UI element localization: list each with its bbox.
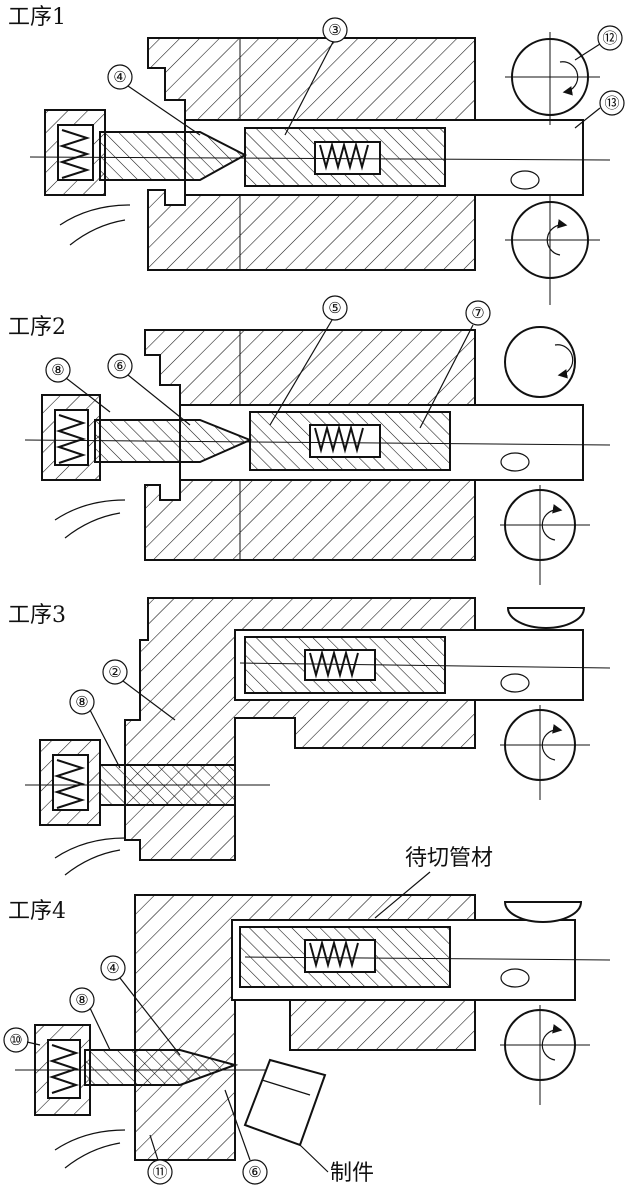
step-1-section: 工序1 ④ ③ ⑫ <box>8 5 625 305</box>
step-4-title: 工序4 <box>8 899 66 924</box>
mandrel-2 <box>249 411 451 471</box>
callout-4-step1: ④ <box>113 68 126 86</box>
callout-8-step4: ⑧ <box>75 991 88 1009</box>
die-block-2 <box>144 329 476 406</box>
callout-6-step2: ⑥ <box>113 357 126 375</box>
step-2-section: 工序2 ⑧ ⑥ ⑤ ⑦ <box>8 295 611 585</box>
callout-7: ⑦ <box>471 304 484 322</box>
label-workpiece: 制件 <box>330 1161 374 1186</box>
roller-top-2 <box>504 326 576 398</box>
callout-4-step4: ④ <box>106 959 119 977</box>
roller-top-4 <box>503 901 583 923</box>
callout-3-step1: ③ <box>328 21 341 39</box>
die-block-1 <box>147 37 476 121</box>
callout-2: ② <box>108 663 121 681</box>
callout-13: ⑬ <box>604 94 619 112</box>
step-3-title: 工序3 <box>8 603 66 628</box>
callout-6-step4: ⑥ <box>248 1163 261 1181</box>
callout-5: ⑤ <box>328 299 341 317</box>
label-tube-to-cut: 待切管材 <box>405 846 493 871</box>
step-2-title: 工序2 <box>8 315 66 340</box>
step-3-section: 工序3 ② ⑧ <box>8 597 611 876</box>
callout-12: ⑫ <box>602 29 617 47</box>
callout-8-step3: ⑧ <box>75 693 88 711</box>
callout-11: ⑪ <box>152 1163 167 1181</box>
die-block-2-lower <box>144 479 476 561</box>
callout-10: ⑩ <box>9 1031 22 1049</box>
die-block-1-lower <box>147 189 476 271</box>
step-4-section: 工序4 待切管材 ④ ⑧ ⑩ ⑪ <box>3 846 611 1186</box>
step-1-title: 工序1 <box>8 5 66 30</box>
cut-workpiece <box>243 1058 327 1147</box>
callout-8-step2: ⑧ <box>51 361 64 379</box>
roller-top-3 <box>506 607 586 629</box>
